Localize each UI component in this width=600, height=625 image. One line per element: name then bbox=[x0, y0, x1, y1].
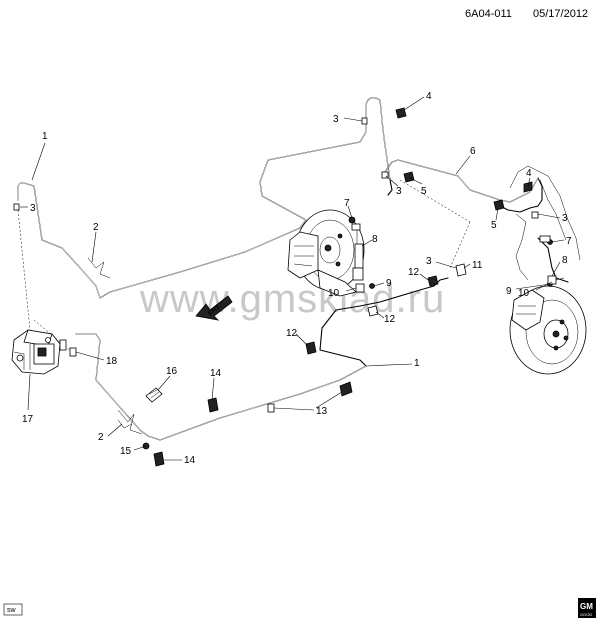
callout-6: 6 bbox=[470, 146, 476, 157]
alignment-leaders bbox=[17, 179, 471, 353]
callout-17: 17 bbox=[22, 414, 34, 425]
callout-3-left: 3 bbox=[30, 203, 36, 214]
callout-1-upper: 1 bbox=[42, 131, 48, 142]
right-rear-brake-assembly bbox=[509, 285, 587, 375]
callout-8-right: 8 bbox=[562, 255, 568, 266]
callout-15: 15 bbox=[120, 446, 132, 457]
callout-3-top: 3 bbox=[333, 114, 339, 125]
callout-12-mid: 12 bbox=[408, 267, 420, 278]
callout-13: 13 bbox=[316, 406, 328, 417]
callout-12-left: 12 bbox=[286, 328, 298, 339]
callout-16: 16 bbox=[166, 366, 178, 377]
front-right-brake-tube bbox=[384, 159, 543, 213]
callout-14-lower: 14 bbox=[184, 455, 196, 466]
callout-10-left: 10 bbox=[328, 288, 340, 299]
callout-11: 11 bbox=[472, 260, 483, 271]
corner-badge-label: sw bbox=[7, 607, 17, 614]
corner-badge: sw bbox=[3, 603, 23, 616]
fittings-and-clips bbox=[13, 107, 557, 467]
right-strut-bracket bbox=[509, 165, 581, 281]
callout-8-left: 8 bbox=[372, 234, 378, 245]
callout-9-right: 9 bbox=[506, 286, 512, 297]
callout-3-right: 3 bbox=[562, 213, 568, 224]
brake-tubes bbox=[17, 97, 569, 441]
callout-14-upper: 14 bbox=[210, 368, 222, 379]
watermark: www.gmsklad.ru bbox=[139, 277, 445, 321]
callout-7-right: 7 bbox=[566, 236, 572, 247]
callout-9-left: 9 bbox=[386, 278, 392, 289]
callout-5-right: 5 bbox=[491, 220, 497, 231]
callout-2-upper: 2 bbox=[93, 222, 99, 233]
callout-12-lower: 12 bbox=[384, 314, 396, 325]
left-front-brake-assembly bbox=[287, 209, 365, 297]
rear-right-flex-hose bbox=[537, 237, 569, 283]
abs-modulator bbox=[11, 329, 67, 375]
tube-clip-loop-lower bbox=[117, 409, 143, 435]
callout-7-left: 7 bbox=[344, 198, 350, 209]
gm-logo-top: GM bbox=[580, 602, 593, 611]
callout-3-mid: 3 bbox=[396, 186, 402, 197]
callout-3-lower: 3 bbox=[426, 256, 432, 267]
gm-logo: GM GOOD bbox=[578, 598, 596, 618]
bolt-4-upper bbox=[395, 107, 407, 119]
callout-2-lower: 2 bbox=[98, 432, 104, 443]
callout-4-top: 4 bbox=[426, 91, 432, 102]
callout-10-right: 10 bbox=[518, 288, 530, 299]
callout-1-lower: 1 bbox=[414, 358, 420, 369]
diagram-ref-code: 6A04-011 bbox=[465, 8, 512, 20]
tube-clip-loop-upper bbox=[87, 257, 111, 279]
callout-labels: 1 2 3 3 4 6 3 5 7 8 4 3 5 7 9 10 12 3 11… bbox=[22, 91, 572, 466]
left-front-flex-hose bbox=[351, 223, 364, 281]
callout-4-right: 4 bbox=[526, 168, 532, 179]
gm-logo-bottom: GOOD bbox=[580, 612, 592, 617]
callout-5-left: 5 bbox=[421, 186, 427, 197]
leader-lines bbox=[20, 96, 565, 461]
callout-18: 18 bbox=[106, 356, 118, 367]
diagram-date: 05/17/2012 bbox=[533, 8, 588, 20]
